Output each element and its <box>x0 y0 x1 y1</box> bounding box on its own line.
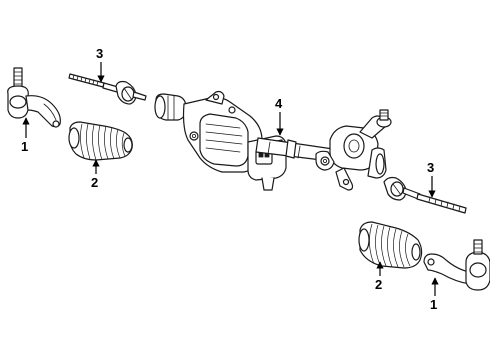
callout-inner-tie-rod-left: 3 <box>96 46 103 61</box>
callout-boot-right: 2 <box>375 277 382 292</box>
tie-rod-end-left[interactable] <box>7 67 61 128</box>
steering-gear[interactable] <box>154 90 392 191</box>
callout-steering-gear: 4 <box>275 96 283 111</box>
callout-tie-rod-end-right: 1 <box>430 297 437 312</box>
callout-inner-tie-rod-right: 3 <box>427 160 434 175</box>
callout-boot-left: 2 <box>91 175 98 190</box>
inner-tie-rod-right[interactable] <box>383 176 467 214</box>
callout-tie-rod-end-left: 1 <box>21 139 28 154</box>
boot-right[interactable] <box>358 221 423 269</box>
boot-left[interactable] <box>68 121 133 161</box>
tie-rod-end-right[interactable] <box>423 239 490 291</box>
inner-tie-rod-left[interactable] <box>68 73 147 105</box>
